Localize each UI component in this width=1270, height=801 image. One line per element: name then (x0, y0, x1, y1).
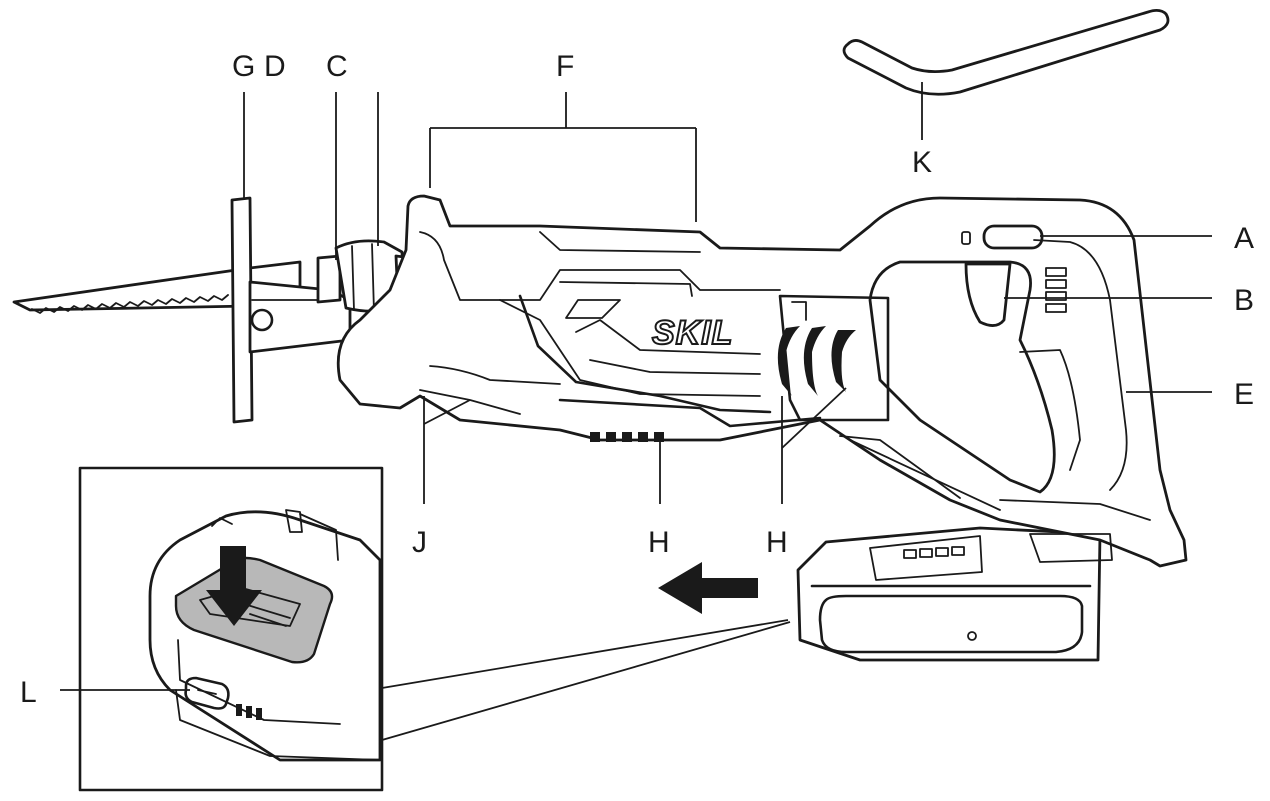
removal-arrow-icon (658, 562, 758, 614)
saw-body (336, 194, 1188, 568)
battery-pack (796, 526, 1102, 662)
ventilation-slots-bottom (590, 432, 664, 442)
callout-d: D (264, 50, 286, 83)
callout-h-grip: H (766, 526, 788, 559)
brand-logo: SKIL (652, 314, 733, 352)
callout-a: A (1234, 222, 1254, 255)
callout-l: L (20, 676, 37, 709)
callout-h-bottom: H (648, 526, 670, 559)
callout-c: C (326, 50, 348, 83)
battery-release-inset (78, 466, 791, 792)
callout-k: K (912, 146, 932, 179)
leader-lines (60, 82, 1212, 691)
callout-g: G (232, 50, 255, 83)
callout-b: B (1234, 284, 1254, 317)
ventilation-slots-grip (777, 326, 856, 396)
hex-key (842, 9, 1170, 96)
callout-e: E (1234, 378, 1254, 411)
callout-f: F (556, 50, 574, 83)
adjustable-shoe (230, 196, 352, 424)
callout-j: J (412, 526, 427, 559)
callout-labels: G D C F K A B E J H H L (20, 50, 1254, 709)
